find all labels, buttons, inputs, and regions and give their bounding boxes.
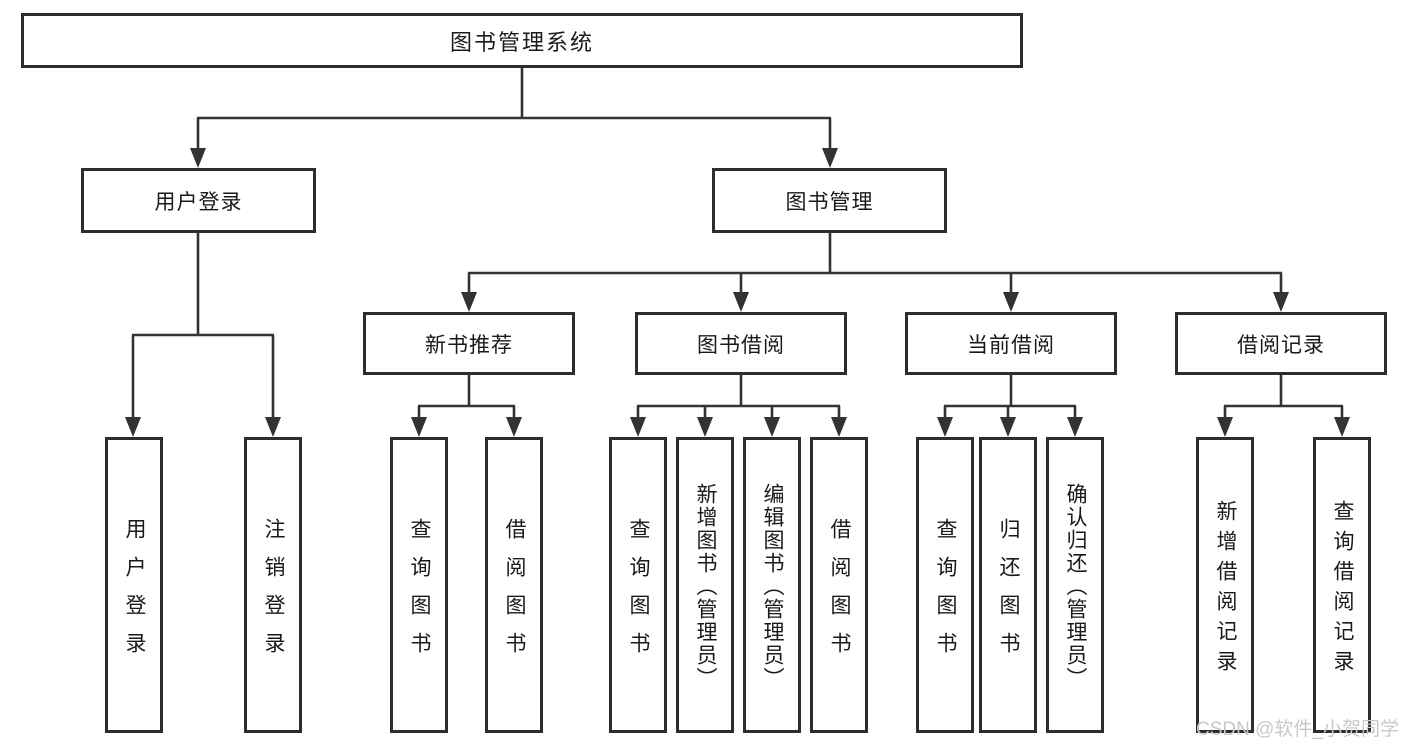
node-book-borrow-label: 图书借阅 [697,333,785,357]
leaf-confirm-return-admin-label: 确认归还（管理员） [1064,482,1087,690]
node-book-management: 图书管理 [712,168,947,233]
node-user-login-label: 用户登录 [154,190,243,214]
node-root: 图书管理系统 [21,13,1023,68]
leaf-borrow-book: 借阅图书 [810,437,868,733]
leaf-borrow-query: 查询图书 [609,437,667,733]
node-user-login: 用户登录 [81,168,316,233]
leaf-confirm-return-admin: 确认归还（管理员） [1046,437,1104,733]
node-new-book-recommend: 新书推荐 [363,312,575,375]
leaf-newbook-borrow: 借阅图书 [485,437,543,733]
node-book-borrow: 图书借阅 [635,312,847,375]
leaf-return-book-label: 归还图书 [997,517,1020,670]
leaf-newbook-borrow-label: 借阅图书 [503,517,526,670]
leaf-newbook-query-label: 查询图书 [408,517,431,670]
leaf-borrow-edit-admin-label: 编辑图书（管理员） [761,482,784,690]
node-current-borrow-label: 当前借阅 [967,333,1055,357]
leaf-user-login-label: 用户登录 [123,517,146,670]
node-borrow-record-label: 借阅记录 [1237,333,1325,357]
leaf-current-query-label: 查询图书 [934,517,957,670]
leaf-borrow-query-label: 查询图书 [627,517,650,670]
leaf-current-query: 查询图书 [916,437,974,733]
leaf-borrow-book-label: 借阅图书 [828,517,851,670]
csdn-watermark: CSDN @软件_小贺同学 [1196,719,1399,740]
leaf-newbook-query: 查询图书 [390,437,448,733]
leaf-borrow-add-admin: 新增图书（管理员） [676,437,734,733]
node-root-label: 图书管理系统 [449,29,594,55]
leaf-query-borrow-record: 查询借阅记录 [1313,437,1371,733]
leaf-borrow-add-admin-label: 新增图书（管理员） [694,482,717,690]
leaf-add-borrow-record-label: 新增借阅记录 [1214,499,1237,680]
leaf-return-book: 归还图书 [979,437,1037,733]
leaf-logout: 注销登录 [244,437,302,733]
leaf-borrow-edit-admin: 编辑图书（管理员） [743,437,801,733]
leaf-add-borrow-record: 新增借阅记录 [1196,437,1254,733]
node-borrow-record: 借阅记录 [1175,312,1387,375]
node-new-book-recommend-label: 新书推荐 [425,333,513,357]
node-book-management-label: 图书管理 [785,190,874,214]
leaf-user-login: 用户登录 [105,437,163,733]
node-current-borrow: 当前借阅 [905,312,1117,375]
leaf-logout-label: 注销登录 [262,517,285,670]
leaf-query-borrow-record-label: 查询借阅记录 [1331,499,1354,680]
